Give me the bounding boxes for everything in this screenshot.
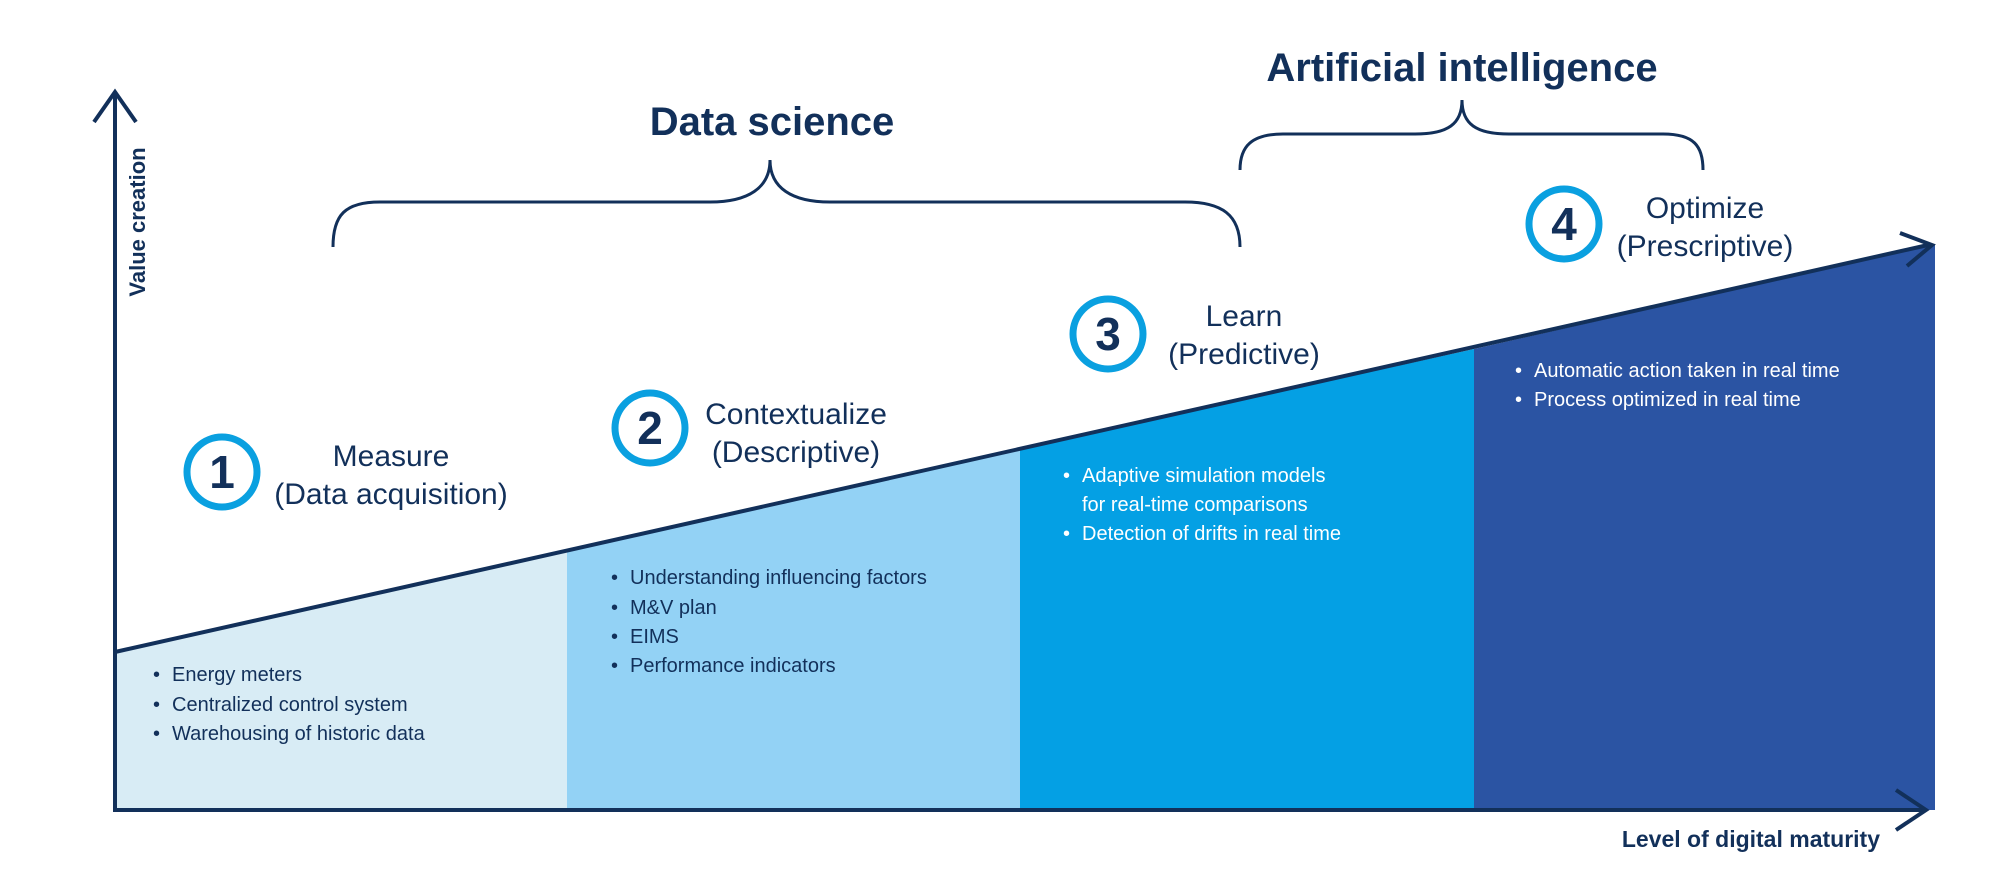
x-axis-arrowhead-icon [1894,788,1930,832]
bullet-text: Energy meters [172,664,302,686]
bullet-text: Adaptive simulation models [1082,465,1325,487]
stage-2-subtitle: (Descriptive) [712,436,880,469]
stage-1-title: Measure [333,440,450,473]
data-science-bracket [331,159,1242,248]
bullet-text: Process optimized in real time [1534,389,1801,411]
stage-1-number: 1 [209,446,235,498]
bullet-item: • [1515,360,1522,382]
bullet-item: • [153,694,160,716]
artificial-intelligence-bracket [1238,99,1705,171]
stage-3-bullets: • Adaptive simulation models for real-ti… [1063,465,1341,545]
diagonal-arrowhead-icon [1899,231,1936,268]
bullet-text: Warehousing of historic data [172,723,426,745]
bullet-item: • [153,723,160,745]
stage-3-label: 3 Learn (Predictive) [1069,295,1320,373]
stage-4-subtitle: (Prescriptive) [1617,230,1794,263]
stage-1-bullets: • Energy meters • Centralized control sy… [153,664,426,745]
stage-1-subtitle: (Data acquisition) [274,478,507,511]
data-science-title: Data science [650,100,895,144]
stage-4-title: Optimize [1646,192,1764,225]
stage-2-label: 2 Contextualize (Descriptive) [611,389,887,469]
artificial-intelligence-title: Artificial intelligence [1266,46,1657,90]
bullet-item: • [611,597,618,619]
bullet-text: Understanding influencing factors [630,567,927,589]
bullet-item: • [1063,465,1070,487]
bullet-item: • [1063,523,1070,545]
stage-2-title: Contextualize [705,398,887,431]
stage-4-bullets: • Automatic action taken in real time • … [1515,360,1840,411]
stage-4-area [1474,244,1935,810]
stage-4-number-circle [1525,185,1603,263]
stage-2-bullets: • Understanding influencing factors • M&… [611,567,927,677]
stage-3-number: 3 [1095,308,1121,360]
maturity-diagonal-line [114,243,1929,654]
stage-3-title: Learn [1206,300,1283,333]
y-axis-label: Value creation [125,147,150,296]
stage-3-subtitle: (Predictive) [1168,338,1320,371]
bullet-text: for real-time comparisons [1082,494,1308,516]
stage-1-label: 1 Measure (Data acquisition) [183,433,508,511]
stage-4-number: 4 [1551,198,1577,250]
bullet-text: EIMS [630,626,679,648]
bullet-text: Performance indicators [630,655,836,677]
stage-3-area [1020,349,1474,810]
bullet-item: • [611,655,618,677]
bullet-text: M&V plan [630,597,717,619]
bullet-item: • [611,626,618,648]
bullet-text: Centralized control system [172,694,408,716]
stage-2-number-circle [611,389,689,467]
stage-1-area [115,552,567,810]
bullet-text: Detection of drifts in real time [1082,523,1341,545]
y-axis-arrowhead-icon [92,88,138,124]
stage-2-area [567,449,1020,810]
stage-1-number-circle [183,433,261,511]
x-axis-label: Level of digital maturity [1622,826,1880,852]
bullet-text: Automatic action taken in real time [1534,360,1840,382]
stage-2-number: 2 [637,402,663,454]
bullet-item: • [153,664,160,686]
bullet-item: • [1515,389,1522,411]
stage-3-number-circle [1069,295,1147,373]
stage-4-label: 4 Optimize (Prescriptive) [1525,185,1794,263]
bullet-item: • [611,567,618,589]
